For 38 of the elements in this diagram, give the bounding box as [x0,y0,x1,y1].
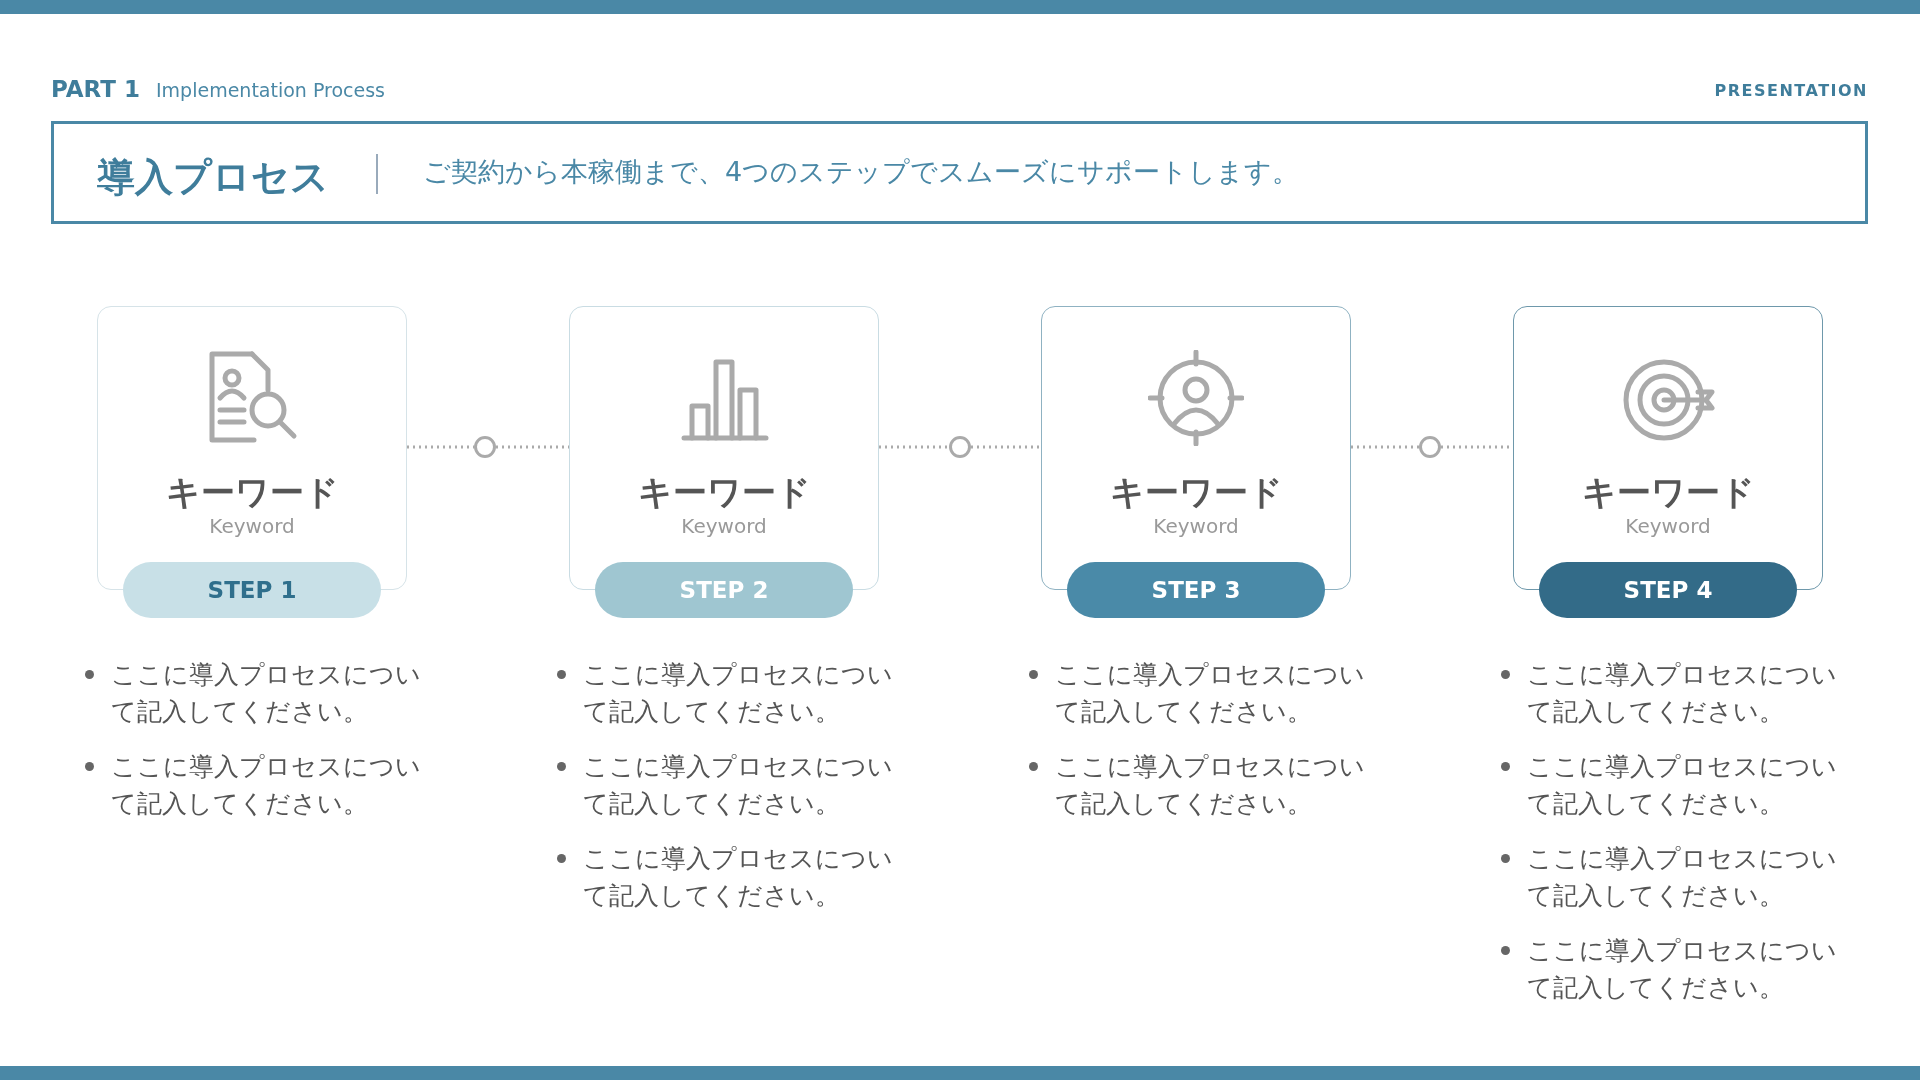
bullet-item: ここに導入プロセスについて記入してください。 [1025,656,1370,730]
bottom-band [0,1066,1920,1080]
bullet-item: ここに導入プロセスについて記入してください。 [553,840,898,914]
keyword-heading: キーワード [1108,471,1284,514]
keyword-heading: キーワード [164,471,340,514]
bullet-item: ここに導入プロセスについて記入してください。 [1497,932,1842,1006]
bullet-item: ここに導入プロセスについて記入してください。 [81,656,426,730]
step-pill: STEP 4 [1539,562,1797,618]
title-text: 導入プロセス [97,154,329,201]
section-title: Implementation Process [156,79,385,101]
bullet-item: ここに導入プロセスについて記入してください。 [1497,840,1842,914]
keyword-subtitle: Keyword [680,514,768,538]
header-tag: PRESENTATION [1714,81,1868,100]
top-band [0,0,1920,14]
bullet-item: ここに導入プロセスについて記入してください。 [553,748,898,822]
connector-line [971,445,1041,449]
keyword-heading: キーワード [636,471,812,514]
connector-line [879,445,949,449]
step-pill: STEP 1 [123,562,381,618]
keyword-subtitle: Keyword [208,514,296,538]
section-number: PART 1 [51,76,140,102]
bullet-item: ここに導入プロセスについて記入してください。 [1497,748,1842,822]
connector-line [496,445,569,449]
step-pill: STEP 2 [595,562,853,618]
step-pill: STEP 3 [1067,562,1325,618]
connector-dot [1419,436,1441,458]
bullet-item: ここに導入プロセスについて記入してください。 [1025,748,1370,822]
connector-dot [474,436,496,458]
connector-dot [949,436,971,458]
subtitle-text: ご契約から本稼働まで、4つのステップでスムーズにサポートします。 [423,155,1300,189]
bullet-item: ここに導入プロセスについて記入してください。 [1497,656,1842,730]
keyword-subtitle: Keyword [1624,514,1712,538]
keyword-subtitle: Keyword [1152,514,1240,538]
connector-line [407,445,474,449]
bullet-item: ここに導入プロセスについて記入してください。 [81,748,426,822]
connector-line [1351,445,1419,449]
bullet-item: ここに導入プロセスについて記入してください。 [553,656,898,730]
keyword-heading: キーワード [1580,471,1756,514]
